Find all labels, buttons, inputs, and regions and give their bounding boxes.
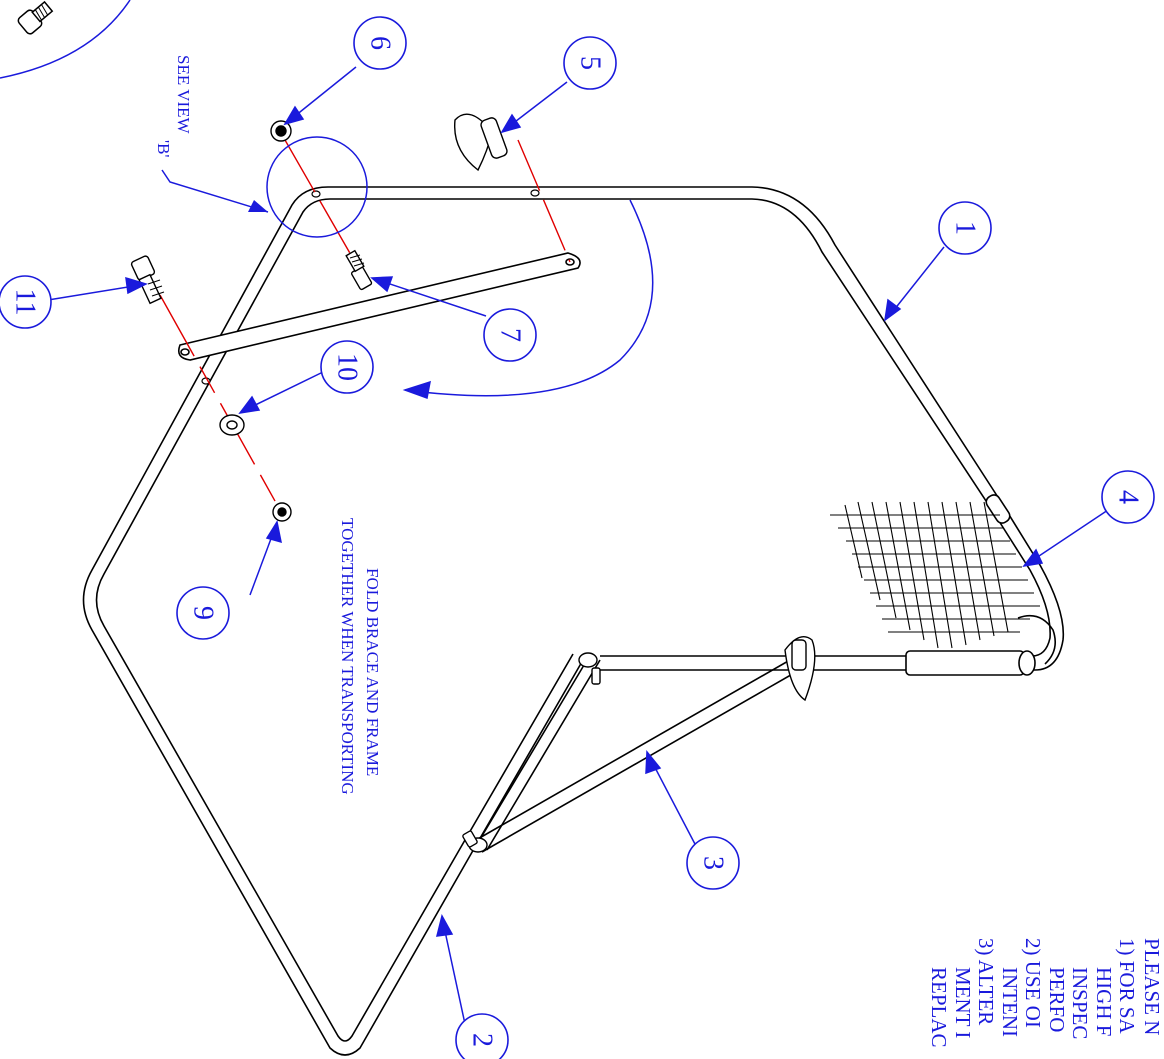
svg-text:REPLAC: REPLAC — [927, 967, 951, 1048]
svg-text:11: 11 — [10, 289, 41, 316]
svg-text:1: 1 — [950, 221, 981, 235]
brace-bolt-upper — [578, 652, 601, 685]
svg-text:2) USE OI: 2) USE OI — [1021, 938, 1045, 1028]
fold-brace-note: FOLD BRACE AND FRAME TOGETHER WHEN TRANS… — [338, 518, 382, 795]
svg-text:10: 10 — [332, 353, 363, 381]
fold-direction-arrow — [402, 199, 654, 400]
notes-block: PLEASE N 1) FOR SA HIGH F INSPEC PERFO 2… — [927, 938, 1164, 1048]
svg-text:3) ALTER: 3) ALTER — [974, 938, 998, 1025]
svg-text:MENT I: MENT I — [951, 967, 975, 1038]
bolt-part-11 — [130, 255, 165, 305]
detail-view-fragment — [0, 0, 131, 79]
callout-3: 3 — [686, 836, 740, 890]
svg-text:TOGETHER WHEN TRANSPORTING: TOGETHER WHEN TRANSPORTING — [338, 518, 357, 795]
svg-text:1) FOR SA: 1) FOR SA — [1115, 938, 1139, 1035]
callout-7: 7 — [483, 308, 537, 362]
callout-10: 10 — [320, 340, 374, 394]
diagonal-brace — [475, 654, 797, 853]
svg-text:3: 3 — [698, 856, 729, 870]
svg-text:2: 2 — [467, 1033, 498, 1047]
brace-lynch-pin — [784, 636, 816, 702]
frame-tube — [82, 186, 1065, 1056]
callout-4: 4 — [1101, 470, 1155, 524]
callout-9: 9 — [176, 586, 230, 640]
see-view-label: SEE VIEW 'B' — [154, 55, 193, 157]
callout-1: 1 — [938, 201, 992, 255]
svg-text:5: 5 — [575, 56, 606, 70]
corner-elbow — [1017, 614, 1056, 676]
detail-b-circle — [161, 136, 368, 238]
svg-text:7: 7 — [495, 328, 526, 342]
leader-lines — [47, 66, 1109, 1025]
callout-11: 11 — [0, 275, 52, 329]
svg-text:INSPEC: INSPEC — [1068, 967, 1092, 1039]
svg-text:4: 4 — [1113, 490, 1144, 504]
washer-part-10 — [219, 414, 245, 436]
nut-part-6 — [270, 120, 292, 142]
callout-2: 2 — [455, 1013, 509, 1059]
nut-part-9 — [272, 502, 292, 522]
callout-6: 6 — [353, 16, 407, 70]
center-lines — [159, 139, 571, 511]
svg-text:9: 9 — [188, 606, 219, 620]
callout-5: 5 — [563, 36, 617, 90]
netting-grid — [830, 501, 1040, 649]
lynch-pin-part-5 — [454, 113, 508, 172]
svg-text:FOLD BRACE AND FRAME: FOLD BRACE AND FRAME — [363, 568, 382, 776]
svg-text:HIGH F: HIGH F — [1092, 967, 1116, 1036]
frame-holes — [201, 189, 540, 385]
svg-text:PLEASE N: PLEASE N — [1140, 938, 1164, 1035]
svg-text:SEE VIEW: SEE VIEW — [174, 55, 193, 134]
svg-text:6: 6 — [365, 36, 396, 50]
svg-text:PERFO: PERFO — [1045, 967, 1069, 1032]
tube-sleeve-lower — [905, 650, 1025, 676]
brace-bolt-lower — [462, 830, 488, 853]
bolt-part-7 — [345, 249, 373, 291]
svg-text:INTENI: INTENI — [998, 967, 1022, 1037]
svg-text:'B': 'B' — [154, 140, 173, 157]
tube-sleeve-upper — [985, 494, 1011, 524]
folding-brace-bar — [177, 252, 581, 361]
